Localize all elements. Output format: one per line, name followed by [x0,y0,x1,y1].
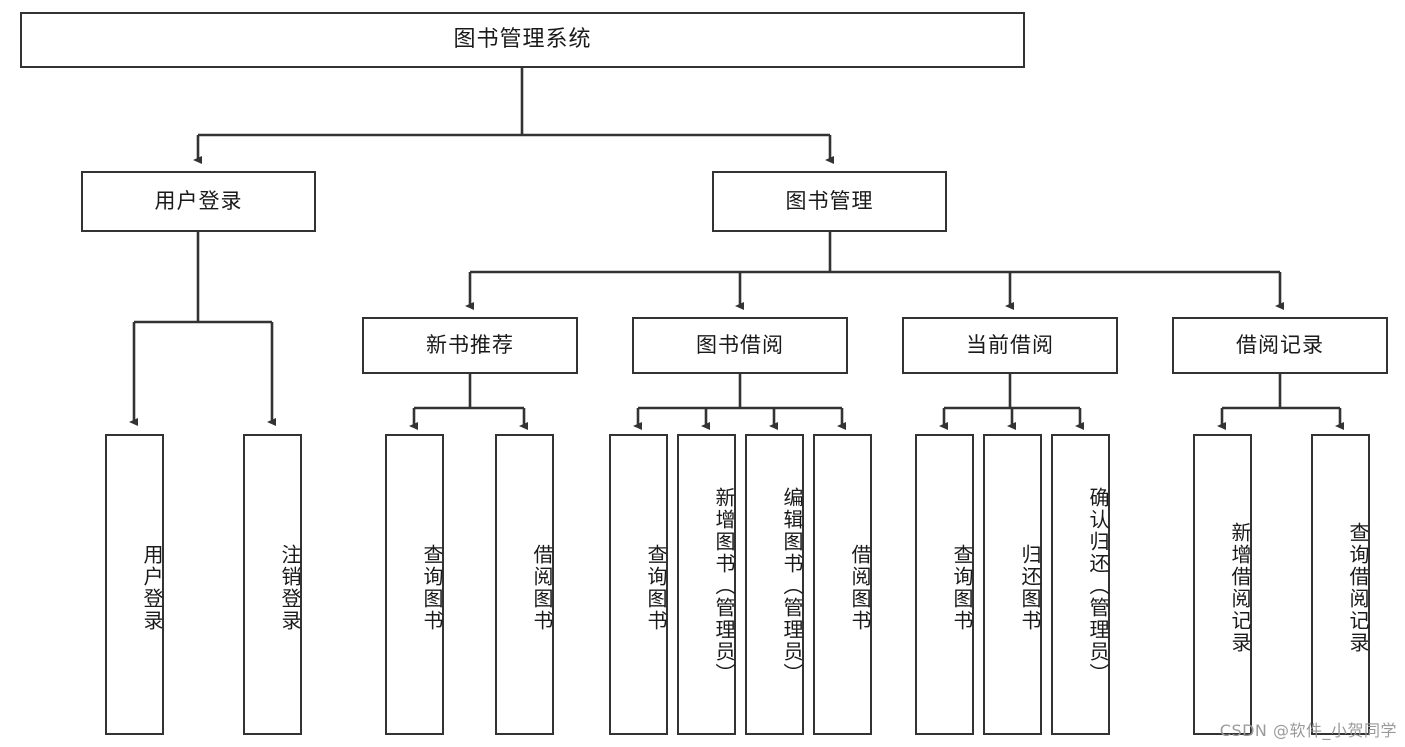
node-label: 归还图书 [1018,543,1042,632]
leaf-new-book-query-book[interactable]: 查询图书 [385,434,444,735]
leaf-book-borrow-query-book[interactable]: 查询图书 [609,434,668,735]
node-label: 查询借阅记录 [1346,521,1370,654]
node-label: 查询图书 [644,543,668,632]
node-new-book-recommend[interactable]: 新书推荐 [362,317,578,374]
leaf-new-book-borrow-book[interactable]: 借阅图书 [495,434,554,735]
node-label: 查询图书 [420,543,444,632]
leaf-user-login-login[interactable]: 用户登录 [105,434,164,735]
leaf-book-borrow-borrow-book[interactable]: 借阅图书 [813,434,872,735]
node-root-book-management-system[interactable]: 图书管理系统 [20,12,1025,68]
node-user-login[interactable]: 用户登录 [81,171,316,232]
node-label: 图书管理 [785,188,874,213]
node-label: 新增借阅记录 [1228,521,1252,654]
node-label: 确认归还（管理员） [1086,486,1110,685]
leaf-user-login-logout[interactable]: 注销登录 [243,434,302,735]
node-label: 查询图书 [950,543,974,632]
leaf-current-borrow-confirm-return-admin[interactable]: 确认归还（管理员） [1051,434,1110,735]
node-label: 图书管理系统 [453,26,592,52]
node-label: 借阅图书 [848,543,872,632]
leaf-current-borrow-return-book[interactable]: 归还图书 [983,434,1042,735]
node-label: 用户登录 [140,543,164,632]
node-label: 新增图书（管理员） [712,486,736,685]
node-label: 当前借阅 [966,332,1054,357]
node-book-management[interactable]: 图书管理 [712,171,947,232]
leaf-current-borrow-query-book[interactable]: 查询图书 [915,434,974,735]
node-label: 注销登录 [278,543,302,632]
leaf-book-borrow-add-book-admin[interactable]: 新增图书（管理员） [677,434,736,735]
node-label: 借阅图书 [530,543,554,632]
node-current-borrow[interactable]: 当前借阅 [902,317,1118,374]
node-book-borrow[interactable]: 图书借阅 [632,317,848,374]
node-label: 图书借阅 [696,332,784,357]
leaf-book-borrow-edit-book-admin[interactable]: 编辑图书（管理员） [745,434,804,735]
leaf-borrow-record-query-record[interactable]: 查询借阅记录 [1311,434,1370,735]
node-label: 编辑图书（管理员） [780,486,804,685]
node-label: 借阅记录 [1236,332,1324,357]
node-borrow-record[interactable]: 借阅记录 [1172,317,1388,374]
watermark: CSDN @软件_小贺同学 [1219,721,1397,740]
node-label: 新书推荐 [426,332,514,357]
node-label: 用户登录 [154,188,243,213]
leaf-borrow-record-add-record[interactable]: 新增借阅记录 [1193,434,1252,735]
